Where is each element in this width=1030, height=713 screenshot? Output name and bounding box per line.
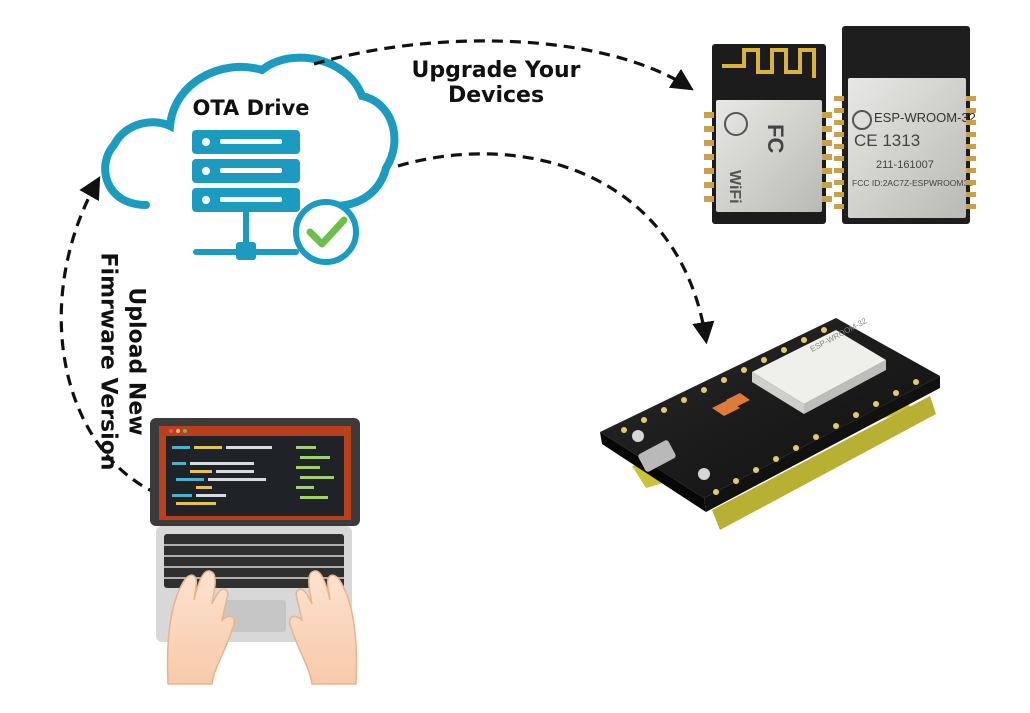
- upload-label-line1: Upload New: [123, 287, 149, 436]
- cloud-server-icon: [101, 53, 399, 260]
- esp32-ce-mark: CE 1313: [854, 131, 920, 150]
- esp8266-fc-mark: FC: [763, 124, 788, 153]
- arrow-upgrade-devboard: [397, 152, 715, 345]
- upload-firmware-label: Upload New Fimrware Version: [95, 232, 150, 492]
- esp32-fcc-label: FCC ID:2AC7Z-ESPWROOM32: [852, 178, 973, 188]
- laptop-icon: [150, 418, 360, 642]
- upgrade-devices-label: Upgrade Your Devices: [376, 58, 616, 109]
- upgrade-label-line1: Upgrade Your: [411, 58, 581, 83]
- esp32-wroom-module: ESP-WROOM-32 CE 1313 211-161007 FCC ID:2…: [834, 26, 976, 224]
- arrow-upgrade-modules: [313, 39, 694, 91]
- arrow-upload-firmware: [59, 176, 159, 496]
- hands-icon: [166, 570, 358, 685]
- esp8266-module: FC WiFi: [704, 44, 832, 224]
- esp8266-wifi-mark: WiFi: [726, 170, 743, 204]
- check-icon: [293, 199, 359, 265]
- esp32-cert-label: 211-161007: [876, 159, 934, 171]
- esp32-model-label: ESP-WROOM-32: [874, 110, 976, 125]
- upgrade-label-line2: Devices: [447, 83, 545, 109]
- esp32-dev-board: ESP-WROOM-32: [600, 316, 940, 530]
- upload-label-line2: Fimrware Version: [96, 252, 121, 471]
- cloud-title: OTA Drive: [192, 96, 310, 120]
